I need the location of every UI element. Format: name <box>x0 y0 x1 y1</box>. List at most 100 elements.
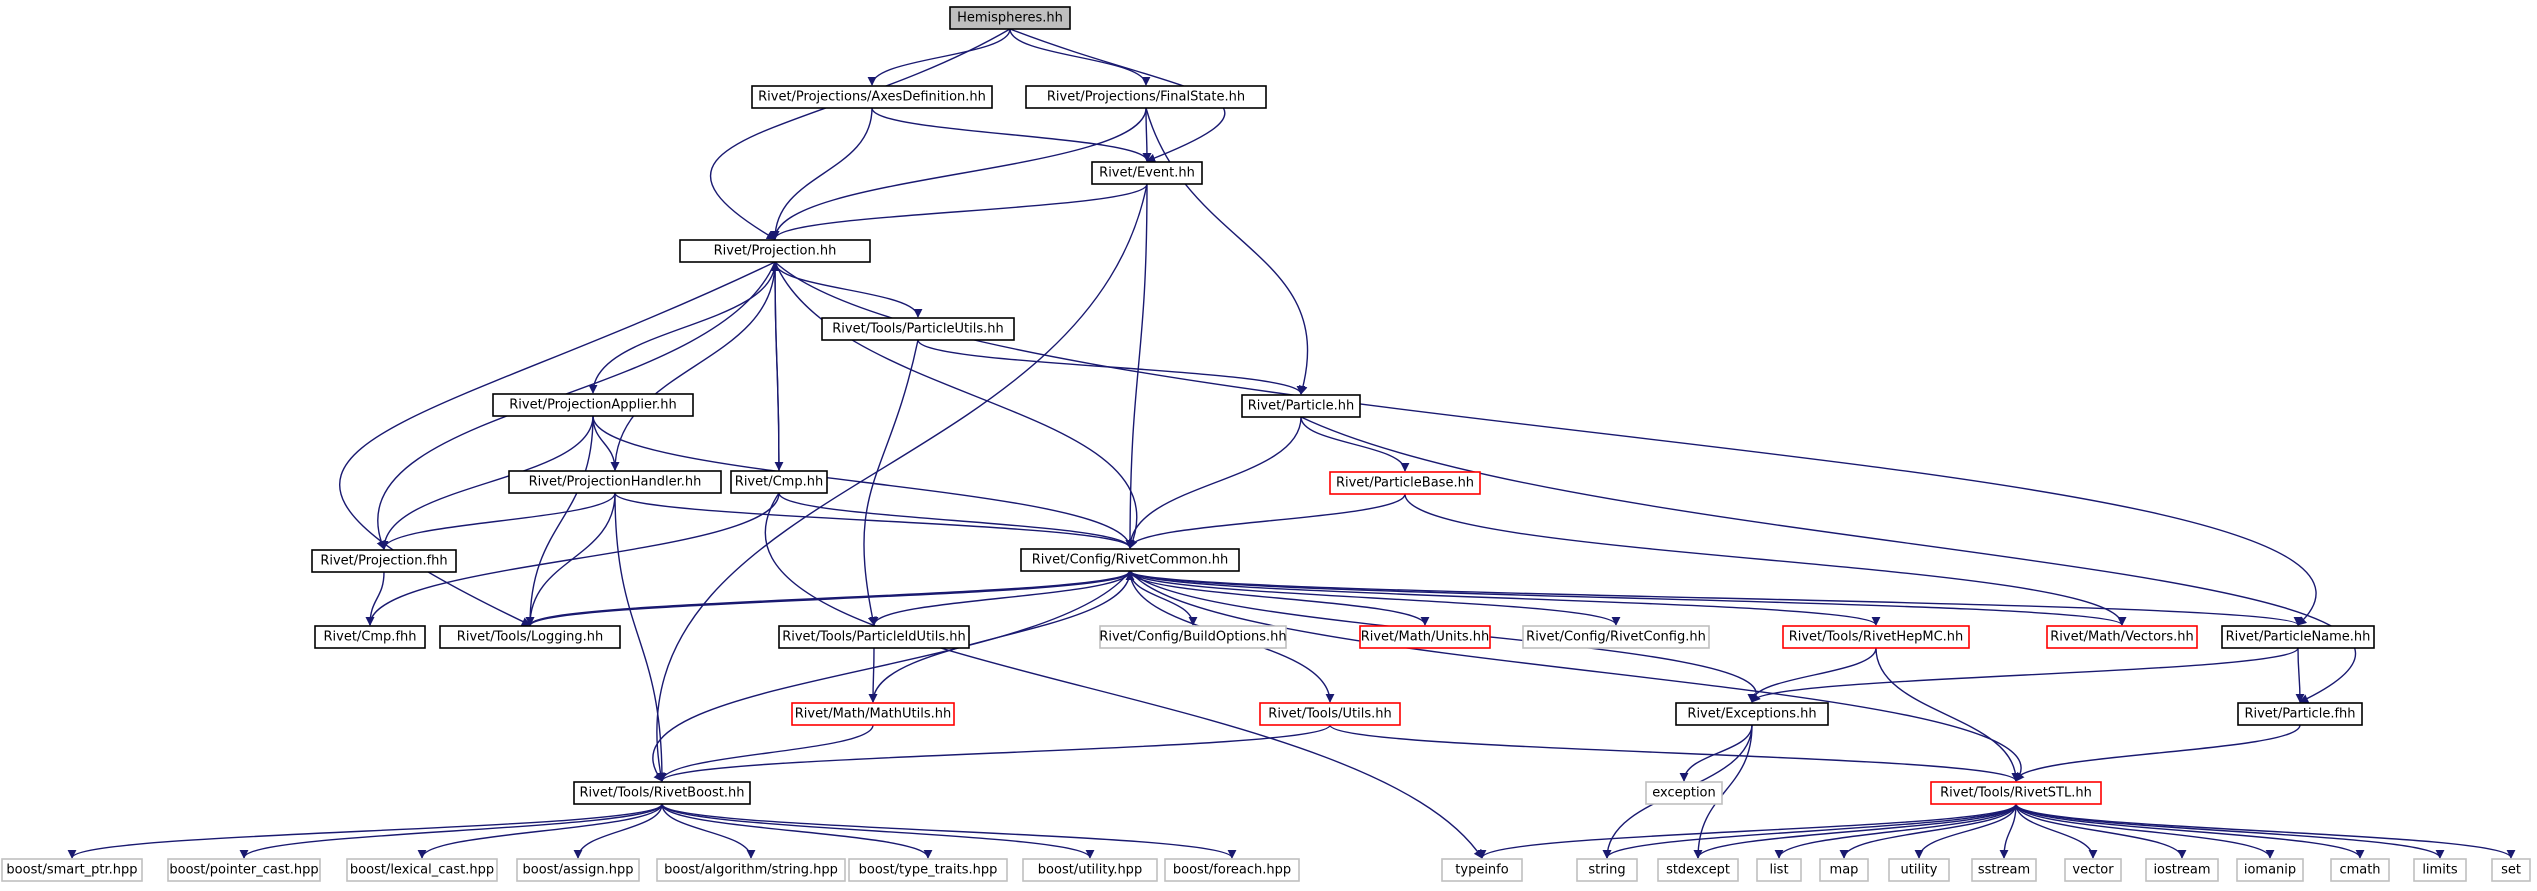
node-box <box>1020 548 1240 572</box>
edge-projapplier-to-logging <box>525 415 594 626</box>
node-list[interactable]: list <box>1756 858 1802 882</box>
node-units[interactable]: Rivet/Math/Units.hh <box>1359 625 1491 649</box>
node-assign[interactable]: boost/assign.hpp <box>516 858 640 882</box>
node-rivetboost[interactable]: Rivet/Tools/RivetBoost.hh <box>573 781 751 805</box>
node-box <box>2330 858 2390 882</box>
edge-rivetboost-to-pointercast <box>239 803 663 859</box>
edge-hepmc-to-exceptions <box>1747 647 1877 703</box>
node-label: boost/smart_ptr.hpp <box>6 863 137 878</box>
edge-rivetboost-to-assign <box>573 803 663 859</box>
node-particleutils[interactable]: Rivet/Tools/ParticleUtils.hh <box>821 317 1015 341</box>
node-projapplier[interactable]: Rivet/ProjectionApplier.hh <box>492 393 694 417</box>
node-lexicalcast[interactable]: boost/lexical_cast.hpp <box>346 858 498 882</box>
node-iostream[interactable]: iostream <box>2145 858 2219 882</box>
node-utility_hpp[interactable]: boost/utility.hpp <box>1022 858 1158 882</box>
node-cmp[interactable]: Rivet/Cmp.hh <box>730 470 828 494</box>
edge-rivetstl-to-sstream <box>1999 803 2017 859</box>
node-pidutils[interactable]: Rivet/Tools/ParticleIdUtils.hh <box>778 625 970 649</box>
node-label: Rivet/Projection.hh <box>714 244 837 259</box>
node-string[interactable]: string <box>1576 858 1638 882</box>
node-algostring[interactable]: boost/algorithm/string.hpp <box>656 858 846 882</box>
node-rivetcommon[interactable]: Rivet/Config/RivetCommon.hh <box>1020 548 1240 572</box>
node-box <box>1657 858 1739 882</box>
node-particlefhh[interactable]: Rivet/Particle.fhh <box>2237 702 2363 726</box>
node-box <box>821 317 1015 341</box>
node-smartptr[interactable]: boost/smart_ptr.hpp <box>1 858 143 882</box>
node-label: stdexcept <box>1666 863 1730 878</box>
node-label: Rivet/Particle.hh <box>1248 399 1354 414</box>
node-label: iomanip <box>2244 863 2296 878</box>
node-rivetconfig[interactable]: Rivet/Config/RivetConfig.hh <box>1522 625 1710 649</box>
node-iomanip[interactable]: iomanip <box>2236 858 2304 882</box>
edge-projfhh-to-cmpfhh <box>365 571 385 626</box>
node-exception[interactable]: exception <box>1645 781 1723 805</box>
node-label: Rivet/ParticleBase.hh <box>1336 476 1474 491</box>
edge-hemispheres-to-axesdef <box>867 28 1011 86</box>
node-box <box>1022 858 1158 882</box>
node-projhandler[interactable]: Rivet/ProjectionHandler.hh <box>508 470 722 494</box>
node-finalstate[interactable]: Rivet/Projections/FinalState.hh <box>1025 85 1267 109</box>
node-typeinfo[interactable]: typeinfo <box>1441 858 1523 882</box>
node-label: Rivet/Math/Vectors.hh <box>2050 630 2194 645</box>
node-event[interactable]: Rivet/Event.hh <box>1091 161 1203 185</box>
edge-rivetcommon-to-logging <box>525 570 1131 626</box>
node-projection[interactable]: Rivet/Projection.hh <box>679 239 871 263</box>
node-hepmc[interactable]: Rivet/Tools/RivetHepMC.hh <box>1782 625 1970 649</box>
node-hemispheres[interactable]: Hemispheres.hh <box>949 6 1071 30</box>
edge-projection-to-rivetcommon <box>774 261 1138 549</box>
edge-projection-to-particleutils <box>774 261 923 318</box>
edge-rivetboost-to-smartptr <box>67 803 663 859</box>
edge-mathutils-to-rivetboost <box>657 724 874 782</box>
node-particlename[interactable]: Rivet/ParticleName.hh <box>2221 625 2375 649</box>
node-box <box>949 6 1071 30</box>
node-label: Rivet/Exceptions.hh <box>1687 707 1816 722</box>
file-nodes: Hemispheres.hhRivet/Projections/AxesDefi… <box>1 6 2531 882</box>
node-pointercast[interactable]: boost/pointer_cast.hpp <box>167 858 321 882</box>
edge-particlename-to-exceptions <box>1747 647 2299 703</box>
edge-projection-to-particlename <box>774 261 2317 626</box>
node-exceptions[interactable]: Rivet/Exceptions.hh <box>1675 702 1829 726</box>
node-buildoptions[interactable]: Rivet/Config/BuildOptions.hh <box>1099 625 1287 649</box>
node-rivetstl[interactable]: Rivet/Tools/RivetSTL.hh <box>1930 781 2102 805</box>
node-foreach[interactable]: boost/foreach.hpp <box>1164 858 1300 882</box>
node-cmpfhh[interactable]: Rivet/Cmp.fhh <box>314 625 426 649</box>
node-label: Rivet/Math/Units.hh <box>1361 630 1490 645</box>
node-map[interactable]: map <box>1819 858 1869 882</box>
edge-particle-to-particlebase <box>1300 416 1410 472</box>
node-logging[interactable]: Rivet/Tools/Logging.hh <box>439 625 621 649</box>
node-label: Rivet/Cmp.hh <box>735 475 823 490</box>
node-stdexcept[interactable]: stdexcept <box>1657 858 1739 882</box>
node-box <box>1888 858 1950 882</box>
node-box <box>2413 858 2467 882</box>
node-box <box>1259 702 1401 726</box>
node-sstream[interactable]: sstream <box>1971 858 2037 882</box>
node-mathutils[interactable]: Rivet/Math/MathUtils.hh <box>791 702 955 726</box>
node-vector[interactable]: vector <box>2064 858 2122 882</box>
edge-rivetcommon-to-rivetboost <box>652 570 1131 782</box>
edge-utils-to-rivetstl <box>1329 724 2021 782</box>
node-cmath[interactable]: cmath <box>2330 858 2390 882</box>
node-set[interactable]: set <box>2491 858 2531 882</box>
node-box <box>2237 702 2363 726</box>
node-vectors[interactable]: Rivet/Math/Vectors.hh <box>2046 625 2198 649</box>
node-particlebase[interactable]: Rivet/ParticleBase.hh <box>1329 471 1481 495</box>
node-label: Rivet/ParticleName.hh <box>2226 630 2371 645</box>
node-projfhh[interactable]: Rivet/Projection.fhh <box>311 549 457 573</box>
edge-particlebase-to-rivetcommon <box>1125 493 1406 549</box>
node-utils[interactable]: Rivet/Tools/Utils.hh <box>1259 702 1401 726</box>
edge-rivetstl-to-cmath <box>2015 803 2365 859</box>
node-utility[interactable]: utility <box>1888 858 1950 882</box>
edge-hemispheres-to-projection <box>709 28 1011 240</box>
node-box <box>1241 394 1361 418</box>
node-axesdef[interactable]: Rivet/Projections/AxesDefinition.hh <box>751 85 993 109</box>
node-box <box>1329 471 1481 495</box>
node-box <box>2046 625 2198 649</box>
node-particle[interactable]: Rivet/Particle.hh <box>1241 394 1361 418</box>
node-box <box>1576 858 1638 882</box>
edge-utils-to-rivetboost <box>657 724 1331 782</box>
node-typetraits[interactable]: boost/type_traits.hpp <box>848 858 1008 882</box>
edge-cmp-to-cmpfhh <box>365 492 780 626</box>
node-box <box>1971 858 2037 882</box>
edge-rivetcommon-to-pidutils <box>869 570 1131 626</box>
node-limits[interactable]: limits <box>2413 858 2467 882</box>
